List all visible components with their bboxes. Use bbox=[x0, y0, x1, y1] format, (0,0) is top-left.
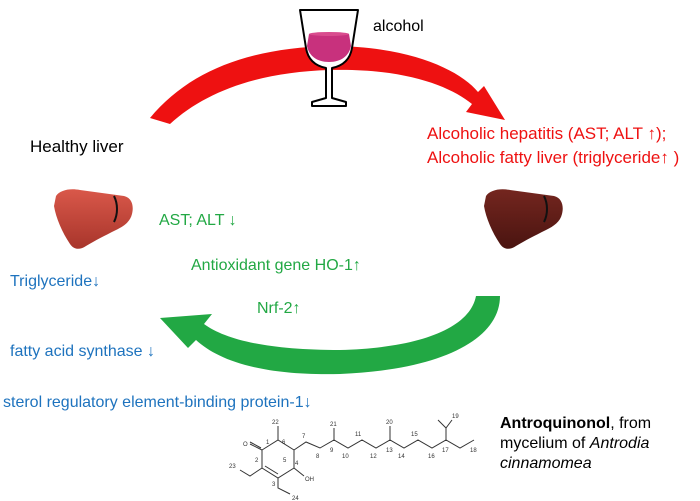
svg-text:20: 20 bbox=[386, 420, 393, 426]
svg-text:6: 6 bbox=[282, 440, 286, 446]
svg-text:21: 21 bbox=[330, 422, 337, 428]
svg-text:18: 18 bbox=[470, 448, 477, 454]
svg-text:19: 19 bbox=[452, 414, 459, 420]
svg-text:3: 3 bbox=[272, 482, 276, 488]
healthy-liver-label: Healthy liver bbox=[30, 137, 124, 156]
svg-text:1: 1 bbox=[266, 440, 270, 446]
antioxidant-gene-label: Antioxidant gene HO-1↑ bbox=[191, 257, 361, 274]
wine-glass-icon bbox=[299, 9, 359, 107]
alcoholic-hepatitis-label: Alcoholic hepatitis (AST; ALT ↑); bbox=[427, 124, 667, 143]
hydroxyl-label: OH bbox=[305, 477, 314, 483]
damaged-liver-icon bbox=[484, 189, 563, 249]
srebp-label: sterol regulatory element-binding protei… bbox=[3, 394, 312, 411]
svg-text:17: 17 bbox=[442, 448, 449, 454]
svg-text:5: 5 bbox=[283, 458, 287, 464]
svg-text:13: 13 bbox=[386, 448, 393, 454]
green-curved-arrow-icon bbox=[160, 296, 500, 375]
svg-text:23: 23 bbox=[229, 464, 236, 470]
compound-caption: Antroquinonol, from mycelium of Antrodia… bbox=[500, 415, 652, 472]
svg-text:16: 16 bbox=[428, 454, 435, 460]
svg-text:11: 11 bbox=[355, 432, 362, 438]
compound-name: Antroquinonol bbox=[500, 415, 611, 432]
svg-text:12: 12 bbox=[370, 454, 377, 460]
svg-text:22: 22 bbox=[272, 420, 279, 426]
ast-alt-decrease-label: AST; ALT ↓ bbox=[159, 212, 237, 229]
healthy-liver-icon bbox=[54, 189, 133, 249]
svg-text:10: 10 bbox=[342, 454, 349, 460]
fatty-acid-synthase-label: fatty acid synthase ↓ bbox=[10, 343, 155, 360]
svg-text:9: 9 bbox=[330, 448, 334, 454]
svg-text:8: 8 bbox=[316, 454, 320, 460]
alcohol-label: alcohol bbox=[373, 18, 424, 35]
svg-text:14: 14 bbox=[398, 454, 405, 460]
red-curved-arrow-icon bbox=[150, 46, 505, 124]
svg-text:24: 24 bbox=[292, 496, 299, 501]
svg-text:2: 2 bbox=[255, 458, 259, 464]
svg-text:7: 7 bbox=[302, 434, 306, 440]
carbonyl-oxygen-label: O bbox=[243, 442, 248, 448]
svg-text:4: 4 bbox=[295, 461, 299, 467]
svg-text:15: 15 bbox=[411, 432, 418, 438]
alcoholic-fatty-liver-label: Alcoholic fatty liver (triglyceride↑ ) bbox=[427, 148, 680, 167]
triglyceride-label: Triglyceride↓ bbox=[10, 273, 101, 290]
antroquinonol-structure: O OH 22 1 6 7 21 11 20 15 19 5 8 9 10 13… bbox=[229, 414, 477, 501]
nrf2-label: Nrf-2↑ bbox=[257, 300, 301, 317]
